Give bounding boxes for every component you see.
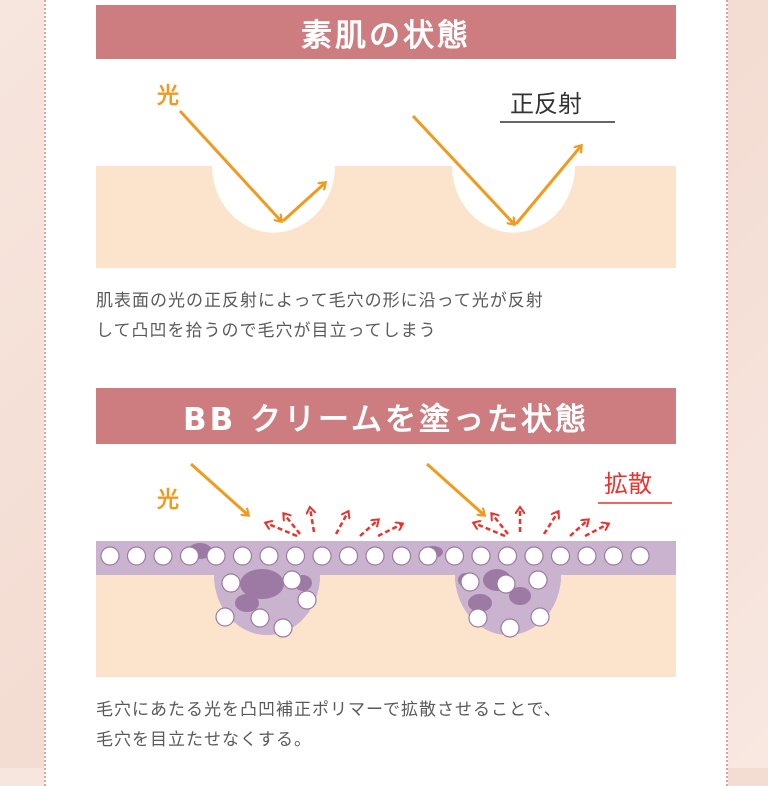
polymer-bead [285,546,306,566]
polymer-bead [528,570,548,590]
polymer-beads [100,546,650,638]
caption-line: 肌表面の光の正反射によって毛穴の形に沿って光が反射 [96,291,544,311]
polymer-bead [444,546,465,566]
polymer-bead [471,546,491,566]
incident-light-arrow-1b [411,114,514,224]
caption-line: 毛穴にあたる光を凸凹補正ポリマーで拡散させることで、 [96,700,562,720]
polymer-bead [630,546,650,566]
polymer-bead [460,572,480,592]
caption-line: して凸凹を拾うので毛穴が目立ってしまう [96,321,437,341]
diffused-light-arrows [266,508,608,538]
polymer-bead [259,546,279,566]
section-title-bb-cream: BB クリームを塗った状態 [96,388,676,444]
polymer-bead [282,570,302,590]
polymer-bead [496,574,516,594]
polymer-bead [215,607,235,627]
polymer-bead [273,618,293,638]
polymer-bead [338,546,359,566]
polymer-bead [232,546,253,566]
diffusion-label: 拡散 [604,470,652,498]
diagram-canvas: 光 正反射 光 拡散 [96,84,676,677]
polymer-bead [497,546,518,566]
polymer-bead [221,573,241,593]
reflected-light-arrow-1a [281,183,325,223]
incident-light-arrow-2a [189,462,248,515]
polymer-bead [530,607,550,627]
polymer-bead [550,546,571,566]
polymer-bead [126,546,147,566]
section-title-bare-skin: 素肌の状態 [96,5,676,59]
polymer-bead [206,546,226,566]
polymer-bead [153,546,173,566]
polymer-bead [365,546,385,566]
bare-skin-surface [96,166,676,268]
polymer-bead [179,546,200,566]
light-label-1: 光 [156,84,179,109]
light-label-2: 光 [156,488,179,513]
polymer-bead [297,590,317,610]
caption-line: 毛穴を目立たせなくする。 [96,730,312,750]
polymer-bead [418,546,438,566]
incident-light-arrow-2b [425,462,484,515]
polymer-bead [391,546,412,566]
reflected-light-arrow-1b [514,146,581,225]
polymer-bead [100,546,120,566]
polymer-bead [500,618,520,638]
specular-reflection-label: 正反射 [510,90,582,118]
polymer-bead [250,608,270,628]
treated-skin-base [96,575,676,677]
polymer-bead [468,608,488,628]
polymer-bead [603,546,624,566]
caption-bb-cream: 毛穴にあたる光を凸凹補正ポリマーで拡散させることで、 毛穴を目立たせなくする。 [96,695,696,755]
incident-light-arrow-1a [178,109,281,221]
polymer-bead [524,546,544,566]
polymer-bead [577,546,597,566]
polymer-bead [312,546,332,566]
caption-bare-skin: 肌表面の光の正反射によって毛穴の形に沿って光が反射 して凸凹を拾うので毛穴が目立… [96,286,696,346]
